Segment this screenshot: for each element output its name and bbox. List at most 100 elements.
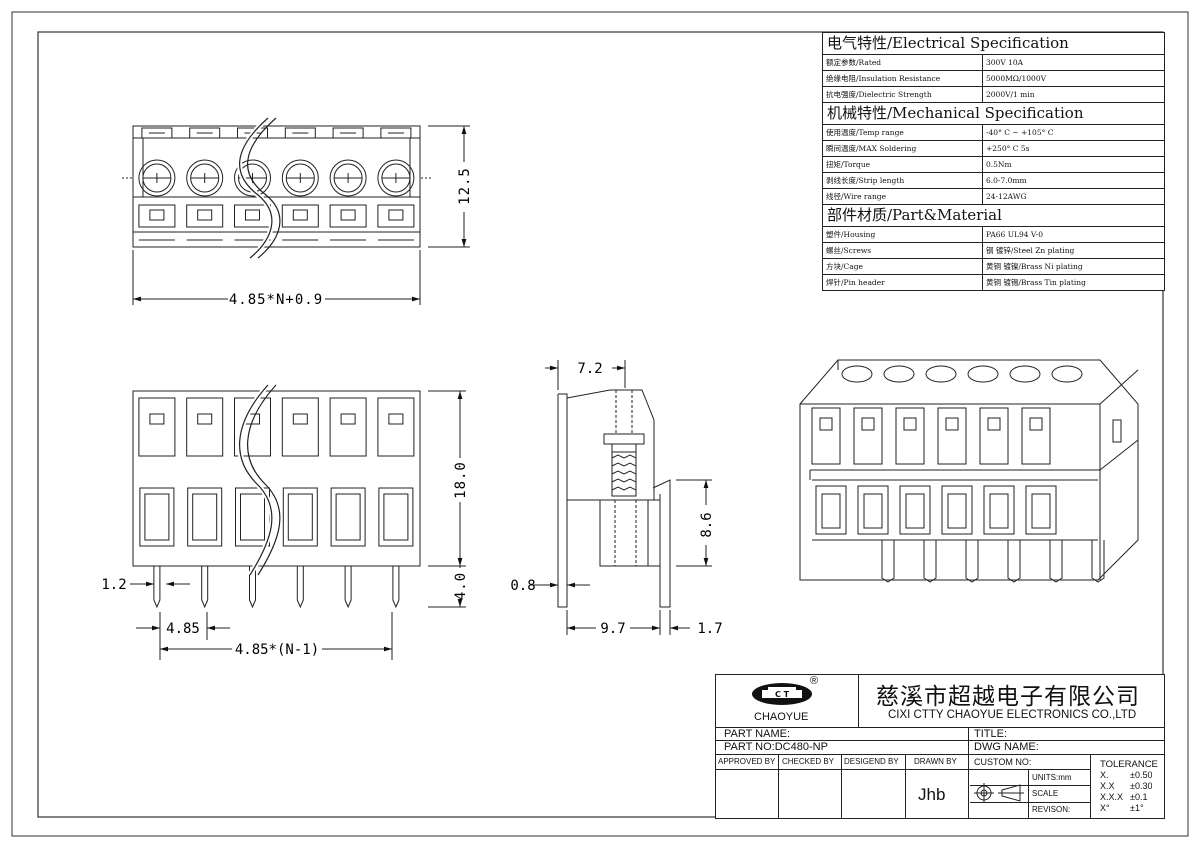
iso-screw-window-inner (903, 417, 917, 431)
iso-screw-hole (841, 365, 873, 383)
screw-head (377, 159, 415, 197)
screw-head (234, 159, 271, 197)
dim-top-height (428, 125, 470, 248)
revision-label: REVISON: (1032, 805, 1071, 814)
iso-wire-opening-inner (863, 493, 883, 529)
tolerance-title: TOLERANCE (1100, 759, 1158, 770)
mechanical-value: 0.5Nm (986, 160, 1012, 169)
screw-head (329, 159, 367, 197)
iso-pin (965, 540, 979, 583)
top-latch (284, 127, 316, 139)
wire-opening-inner (287, 493, 313, 541)
approved-by-label: APPROVED BY (718, 757, 776, 766)
iso-pin (923, 540, 937, 583)
mechanical-value: 24-12AWG (986, 192, 1027, 201)
electrical-value: 2000V/1 min (986, 90, 1035, 99)
solder-pin (296, 566, 304, 609)
mechanical-value: 6.0-7.0mm (986, 176, 1027, 185)
tolerance-key: X.X (1100, 781, 1115, 791)
iso-screw-window-inner (819, 417, 833, 431)
electrical-key: 额定参数/Rated (823, 55, 983, 70)
material-value: PA66 UL94 V-0 (986, 230, 1043, 239)
screw-window-inner (292, 413, 308, 425)
wire-opening (330, 487, 366, 547)
material-key: 方块/Cage (823, 259, 983, 274)
top-view (122, 125, 431, 248)
mechanical-key: 瞬间温度/MAX Soldering (823, 141, 983, 156)
wire-entry-inner (340, 209, 356, 221)
wire-entry-inner (292, 209, 308, 221)
dim-side-top-label: 7.2 (577, 361, 602, 377)
dim-pitch (136, 612, 393, 660)
electrical-key: 绝缘电阻/Insulation Resistance (823, 71, 983, 86)
iso-screw-window (853, 407, 883, 465)
break-line-front (239, 384, 273, 576)
screw-window-inner (197, 413, 213, 425)
screw-window (377, 397, 415, 457)
tolerance-key: X.X.X (1100, 792, 1124, 802)
screw-head (138, 159, 176, 197)
scale-label: SCALE (1032, 789, 1059, 798)
iso-screw-window (979, 407, 1009, 465)
iso-wire-opening (983, 485, 1015, 535)
wire-opening-inner (383, 493, 409, 541)
iso-wire-opening-inner (989, 493, 1009, 529)
mechanical-row: 瞬间温度/MAX Soldering+250° C 5s (823, 141, 1164, 157)
iso-screw-window (895, 407, 925, 465)
dim-pin-width-label: 1.2 (101, 577, 126, 593)
iso-pin (1049, 540, 1063, 583)
solder-pin (249, 566, 256, 609)
material-value: 钢 镀锌/Steel Zn plating (986, 246, 1075, 255)
spec-table: 电气特性/Electrical Specification 额定参数/Rated… (822, 32, 1165, 291)
dim-front-height-label: 18.0 (453, 461, 469, 499)
material-header: 部件材质/Part&Material (823, 205, 1164, 227)
wire-entry-inner (149, 209, 165, 221)
iso-pin (1091, 540, 1105, 583)
iso-wire-opening (941, 485, 973, 535)
screw-window-inner (340, 413, 356, 425)
screw-window-inner (149, 413, 165, 425)
iso-wire-opening-inner (947, 493, 967, 529)
material-key: 焊针/Pin header (823, 275, 983, 290)
iso-wire-opening (815, 485, 847, 535)
iso-wire-opening (857, 485, 889, 535)
dim-side (530, 360, 712, 635)
part-name-label: PART NAME: (724, 728, 791, 740)
iso-wire-opening-inner (821, 493, 841, 529)
tolerance-key: X. (1100, 770, 1109, 780)
svg-text:C T: C T (775, 690, 790, 699)
top-latch (332, 127, 364, 139)
electrical-header: 电气特性/Electrical Specification (823, 33, 1164, 55)
company-name-cn: 慈溪市超越电子有限公司 (876, 683, 1140, 709)
iso-screw-window-inner (861, 417, 875, 431)
wire-opening-inner (240, 493, 265, 541)
dim-top-height-label: 12.5 (457, 167, 473, 205)
screw-window (234, 397, 271, 457)
drawn-by-label: DRAWN BY (914, 757, 957, 766)
tolerance-value: ±0.1 (1130, 792, 1148, 802)
iso-wire-opening-inner (1031, 493, 1051, 529)
dim-side-pin-height-label: 8.6 (699, 512, 715, 537)
material-value: 黄铜 镀锡/Brass Tin plating (986, 278, 1086, 287)
iso-screw-window-inner (987, 417, 1001, 431)
solder-pin (344, 566, 352, 609)
electrical-value: 5000MΩ/1000V (986, 74, 1047, 83)
wire-opening (187, 487, 223, 547)
wire-entry (234, 204, 271, 228)
screw-window (281, 397, 319, 457)
screw-window-inner (388, 413, 404, 425)
wire-opening-inner (335, 493, 361, 541)
tolerance-value: ±1° (1130, 803, 1144, 813)
units-label: UNITS:mm (1032, 773, 1072, 782)
wire-entry (377, 204, 415, 228)
break-line-top (247, 117, 281, 259)
mechanical-header: 机械特性/Mechanical Specification (823, 103, 1164, 125)
iso-screw-window (811, 407, 841, 465)
mechanical-key: 使用温度/Temp range (823, 125, 983, 140)
dim-top-width-label: 4.85*N+0.9 (229, 292, 323, 308)
